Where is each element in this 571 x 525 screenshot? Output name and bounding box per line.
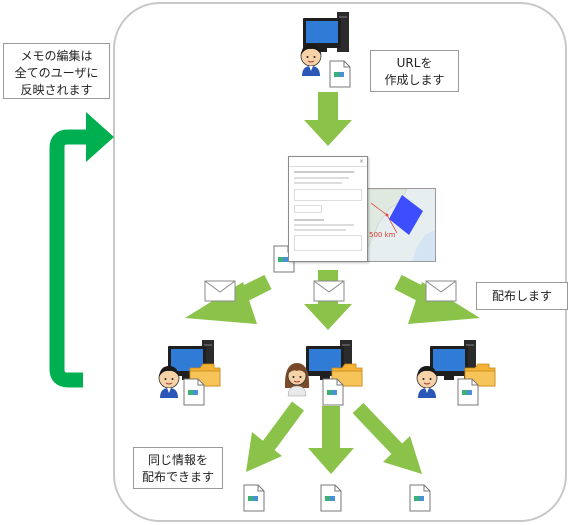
creator-man-icon bbox=[300, 43, 322, 77]
map-scale-label: 500 km bbox=[369, 231, 396, 239]
envelope-icon bbox=[204, 280, 236, 302]
close-icon: × bbox=[358, 158, 364, 165]
callout-line: URLを bbox=[396, 56, 433, 70]
arrow-to-doc-right bbox=[352, 402, 422, 474]
mini-button bbox=[294, 205, 322, 213]
map-screenshot: 500 km bbox=[366, 188, 436, 262]
memo-edit-callout: メモの編集は 全てのユーザに 反映されます bbox=[3, 43, 110, 99]
distribute-callout: 配布します bbox=[476, 282, 568, 310]
memo-window-screenshot: × bbox=[288, 156, 368, 262]
document-icon bbox=[322, 378, 344, 406]
center-user-woman-icon bbox=[284, 362, 310, 397]
arrow-down-to-url bbox=[304, 92, 352, 146]
callout-line: 作成します bbox=[384, 73, 445, 87]
callout-line: 配布します bbox=[491, 289, 552, 303]
arrow-to-doc-center bbox=[308, 406, 354, 474]
document-icon bbox=[409, 484, 431, 512]
system-frame bbox=[113, 2, 567, 522]
map-graphic bbox=[367, 189, 435, 261]
map-selection-square bbox=[389, 195, 423, 235]
document-icon bbox=[457, 378, 479, 406]
callout-line: 全てのユーザに bbox=[14, 66, 99, 80]
document-icon bbox=[320, 484, 342, 512]
arrow-to-doc-left bbox=[246, 401, 305, 472]
same-info-callout: 同じ情報を 配布できます bbox=[133, 447, 223, 489]
envelope-icon bbox=[313, 280, 345, 302]
callout-line: 同じ情報を bbox=[147, 453, 208, 467]
feedback-arrow bbox=[49, 129, 90, 388]
document-icon bbox=[183, 378, 205, 406]
envelope-icon bbox=[425, 280, 457, 302]
callout-line: メモの編集は bbox=[20, 49, 93, 63]
memo-field bbox=[294, 189, 362, 201]
right-user-man-icon bbox=[416, 365, 438, 399]
arrow-to-left-user bbox=[185, 274, 272, 324]
document-icon bbox=[329, 60, 351, 88]
left-user-man-icon bbox=[158, 365, 180, 399]
memo-field-2 bbox=[294, 235, 362, 251]
callout-line: 反映されます bbox=[20, 83, 93, 97]
feedback-arrow-head bbox=[86, 112, 114, 162]
callout-line: 配布できます bbox=[141, 470, 214, 484]
window-titlebar: × bbox=[289, 157, 367, 167]
create-url-callout: URLを 作成します bbox=[370, 50, 459, 92]
document-icon bbox=[243, 484, 265, 512]
